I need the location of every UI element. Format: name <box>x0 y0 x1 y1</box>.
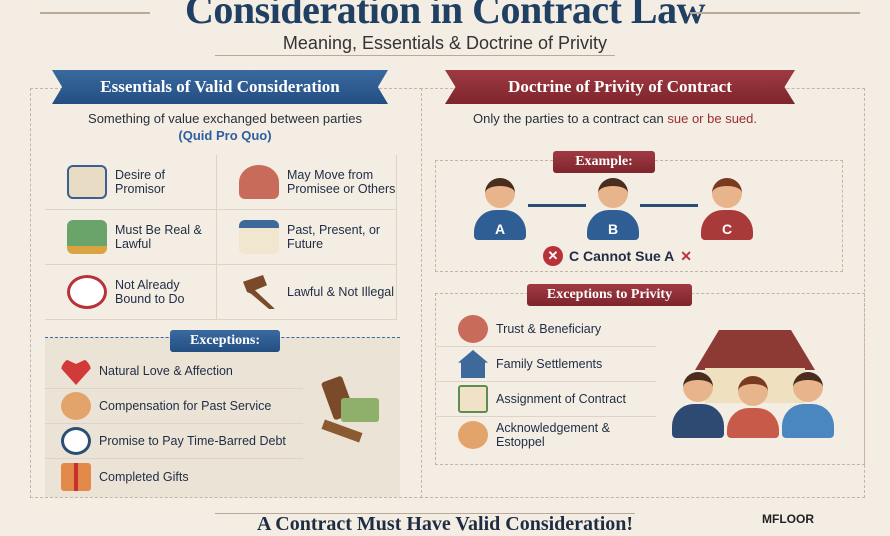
checklist-prohibited-icon <box>67 275 107 309</box>
document-check-icon <box>458 385 488 413</box>
handshake-icon <box>61 392 91 420</box>
privity-exceptions-box: Trust & Beneficiary Family Settlements A… <box>435 293 865 465</box>
exception-label: Completed Gifts <box>99 469 189 484</box>
cannot-sue-note: ✕ C Cannot Sue A ✕ <box>543 246 692 266</box>
party-a: A <box>472 178 528 242</box>
exception-label: Compensation for Past Service <box>99 399 272 413</box>
exceptions-heading: Exceptions: <box>170 330 280 352</box>
essentials-grid: Desire of Promisor May Move from Promise… <box>45 155 397 320</box>
tagline-text: Only the parties to a contract can <box>472 111 668 126</box>
gavel-icon <box>243 275 275 309</box>
quid-pro-quo: (Quid Pro Quo) <box>178 128 272 143</box>
party-label: C <box>701 210 753 240</box>
privity-exception-item: Family Settlements <box>436 347 656 382</box>
clock-icon <box>61 427 91 455</box>
privity-exceptions-heading: Exceptions to Privity <box>527 284 692 306</box>
essential-item: Not Already Bound to Do <box>45 265 217 320</box>
cross-icon: ✕ <box>680 247 692 264</box>
cross-icon: ✕ <box>543 246 563 266</box>
exceptions-box: Natural Love & Affection Compensation fo… <box>45 337 400 497</box>
privity-exception-item: Trust & Beneficiary <box>436 312 656 347</box>
family-house-illustration <box>665 330 845 438</box>
example-heading: Example: <box>553 151 655 173</box>
essentials-heading: Essentials of Valid Consideration <box>52 70 388 104</box>
party-label: A <box>474 210 526 240</box>
exception-item: Promise to Pay Time-Barred Debt <box>45 424 303 459</box>
essential-item: May Move from Promisee or Others <box>217 155 397 210</box>
calendar-icon <box>239 220 279 254</box>
party-b: B <box>585 178 641 242</box>
privity-tagline: Only the parties to a contract can sue o… <box>430 111 800 126</box>
handshake-icon <box>458 420 488 449</box>
party-c: C <box>699 178 755 242</box>
essential-label: Not Already Bound to Do <box>115 278 185 306</box>
people-icon <box>239 165 279 199</box>
essential-item: Must Be Real & Lawful <box>45 210 217 265</box>
essential-label: Must Be Real & Lawful <box>115 223 202 251</box>
exception-label: Promise to Pay Time-Barred Debt <box>99 434 286 448</box>
exception-label: Acknowledgement & Estoppel <box>496 420 610 449</box>
essential-label: May Move from Promisee or Others <box>287 168 396 196</box>
essential-item: Lawful & Not Illegal <box>217 265 397 320</box>
essential-label: Past, Present, or Future <box>287 223 381 251</box>
essential-item: Desire of Promisor <box>45 155 217 210</box>
double-arrow-icon <box>528 204 586 207</box>
exception-item: Compensation for Past Service <box>45 389 303 424</box>
exception-label: Family Settlements <box>496 357 603 371</box>
party-label: B <box>587 210 639 240</box>
cannot-sue-text: C Cannot Sue A <box>569 248 675 264</box>
divider <box>215 513 635 514</box>
tagline-emphasis: sue or be sued. <box>667 111 757 126</box>
gavel-money-illustration <box>297 375 382 443</box>
exception-label: Natural Love & Affection <box>99 364 233 378</box>
exception-item: Natural Love & Affection <box>45 354 303 389</box>
essential-label: Desire of Promisor <box>115 168 166 196</box>
essentials-tagline: Something of value exchanged between par… <box>88 111 362 126</box>
brand-logo: MFLOOR <box>762 512 814 526</box>
essential-item: Past, Present, or Future <box>217 210 397 265</box>
double-arrow-icon <box>640 204 698 207</box>
gift-icon <box>61 462 91 491</box>
people-icon <box>458 315 488 343</box>
exception-label: Assignment of Contract <box>496 392 626 406</box>
privity-exception-item: Assignment of Contract <box>436 382 656 417</box>
exception-label: Trust & Beneficiary <box>496 322 602 336</box>
privity-exception-item: Acknowledgement & Estoppel <box>436 417 656 452</box>
money-check-icon <box>67 220 107 254</box>
page-subtitle: Meaning, Essentials & Doctrine of Privit… <box>282 33 608 53</box>
divider <box>215 55 615 56</box>
heart-icon <box>61 358 91 385</box>
exception-item: Completed Gifts <box>45 459 303 494</box>
footer-text: A Contract Must Have Valid Consideration… <box>256 513 634 535</box>
hand-document-icon <box>67 165 107 199</box>
page-title: Consideration in Contract Law <box>185 0 705 32</box>
essential-label: Lawful & Not Illegal <box>287 285 395 299</box>
privity-heading: Doctrine of Privity of Contract <box>445 70 795 104</box>
divider <box>40 12 150 14</box>
divider <box>690 12 860 14</box>
house-icon <box>458 350 488 378</box>
